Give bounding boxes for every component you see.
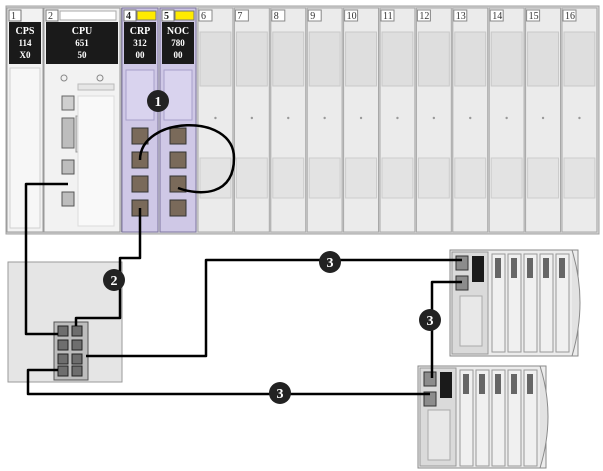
slot-number-5: 5 [164, 11, 169, 22]
rack-slot-9: 9 [306, 7, 343, 233]
cable-ring-to-drop-1 [86, 258, 462, 358]
cpu-ethernet-port-2 [61, 191, 75, 207]
module-5-line-3: 00 [174, 50, 184, 60]
module-1-line-2: 114 [18, 38, 32, 48]
remote-drop-1 [449, 249, 581, 357]
module-1-line-3: X0 [20, 50, 31, 60]
module-5-label-plate [162, 22, 194, 64]
module-1-label-plate [9, 22, 41, 64]
module-2-line-3: 50 [78, 50, 88, 60]
callout-3-middle: 3 [419, 309, 441, 331]
module-4-status-strip [136, 10, 157, 21]
drop-2-adapter-port-2 [423, 391, 437, 407]
rack-slot-7: 7 [233, 7, 270, 233]
rack-slot-14: 14 [488, 7, 525, 233]
module-2-label-plate [46, 22, 118, 64]
remote-drop-2 [417, 365, 549, 469]
cpu-card-slot [61, 117, 75, 149]
module-2-line-2: 651 [75, 38, 89, 48]
noc-port-2 [169, 151, 187, 169]
slot-number-2: 2 [48, 11, 53, 22]
crp-port-1 [131, 127, 149, 145]
module-5-line-2: 780 [171, 38, 185, 48]
module-1-line-1: CPS [16, 26, 35, 37]
callout-3-bottom: 3 [269, 382, 291, 404]
noc-port-1 [169, 127, 187, 145]
callout-1: 1 [147, 90, 169, 112]
slot-number-6: 6 [201, 11, 206, 22]
callout-3-top: 3 [319, 251, 341, 273]
rack-slot-11: 11 [379, 7, 416, 233]
cable-drop-1-to-drop-2 [430, 280, 462, 378]
crp-port-3 [131, 175, 149, 193]
module-4-label-plate [124, 22, 156, 64]
rack-slot-12: 12 [415, 7, 452, 233]
cpu-ethernet-port-1 [61, 159, 75, 175]
drop-2-adapter-port-1 [423, 371, 437, 387]
noc-port-3 [169, 175, 187, 193]
svg-text:3: 3 [327, 256, 334, 271]
rack-slot-5: 5 NOC 780 00 [159, 7, 197, 233]
rack-slot-6: 6 [197, 7, 234, 233]
module-4-line-3: 00 [136, 50, 146, 60]
noc-port-4 [169, 199, 187, 217]
module-5-line-1: NOC [167, 26, 189, 37]
drop-1-adapter-port-1 [455, 255, 469, 271]
rack-slot-2: 2 CPU 651 50 [43, 7, 121, 233]
cable-ring-to-drop-2 [26, 368, 430, 396]
callout-2: 2 [103, 269, 125, 291]
slot-number-7: 7 [237, 11, 242, 22]
svg-text:1: 1 [155, 95, 162, 110]
slot-number-16: 16 [565, 11, 575, 22]
slot-number-4: 4 [126, 11, 131, 22]
rack-slot-16: 16 [561, 7, 598, 233]
rack-slot-13: 13 [452, 7, 489, 233]
rack-slot-8: 8 [270, 7, 307, 233]
rack-slot-10: 10 [343, 7, 380, 233]
dual-ring-switch [53, 321, 89, 381]
svg-text:3: 3 [277, 387, 284, 402]
cpu-usb-port [61, 95, 75, 111]
cable-crp-noc-loop [138, 124, 236, 194]
module-4-line-1: CRP [130, 26, 151, 37]
slot-number-9: 9 [310, 11, 315, 22]
svg-text:3: 3 [427, 314, 434, 329]
rack-slot-15: 15 [525, 7, 561, 233]
module-2-line-1: CPU [72, 26, 93, 37]
module-5-status-strip [174, 10, 195, 21]
slot-number-12: 12 [419, 11, 429, 22]
slot-number-11: 11 [383, 11, 393, 22]
cable-cpu-to-switch [24, 182, 68, 336]
slot-number-1: 1 [11, 11, 16, 22]
slot-number-13: 13 [456, 11, 466, 22]
slot-number-15: 15 [529, 11, 539, 22]
empty-slots: 6 7 8 9 10 11 12 13 14 15 16 [197, 7, 598, 233]
svg-text:2: 2 [111, 274, 118, 289]
cable-crp-to-switch [74, 208, 142, 326]
slot-number-14: 14 [492, 11, 502, 22]
rack-slot-4: 4 CRP 312 00 [121, 7, 159, 233]
slot-number-10: 10 [347, 11, 357, 22]
module-4-line-2: 312 [133, 38, 147, 48]
slot-number-8: 8 [274, 11, 279, 22]
